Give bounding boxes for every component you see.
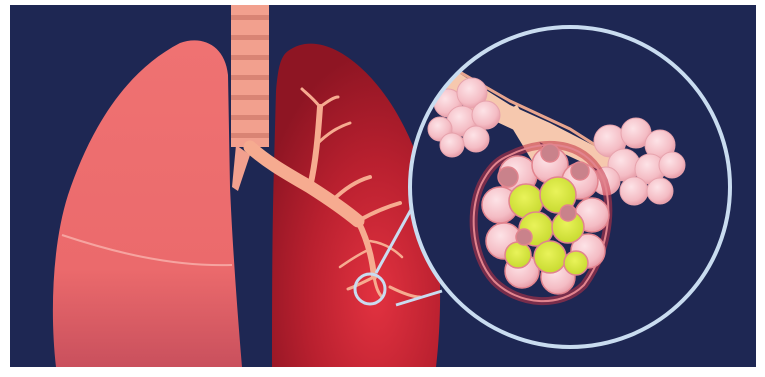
illustration-panel bbox=[10, 5, 756, 367]
trachea bbox=[231, 5, 269, 147]
lungs-illustration bbox=[10, 5, 756, 367]
right-lung bbox=[53, 40, 242, 367]
